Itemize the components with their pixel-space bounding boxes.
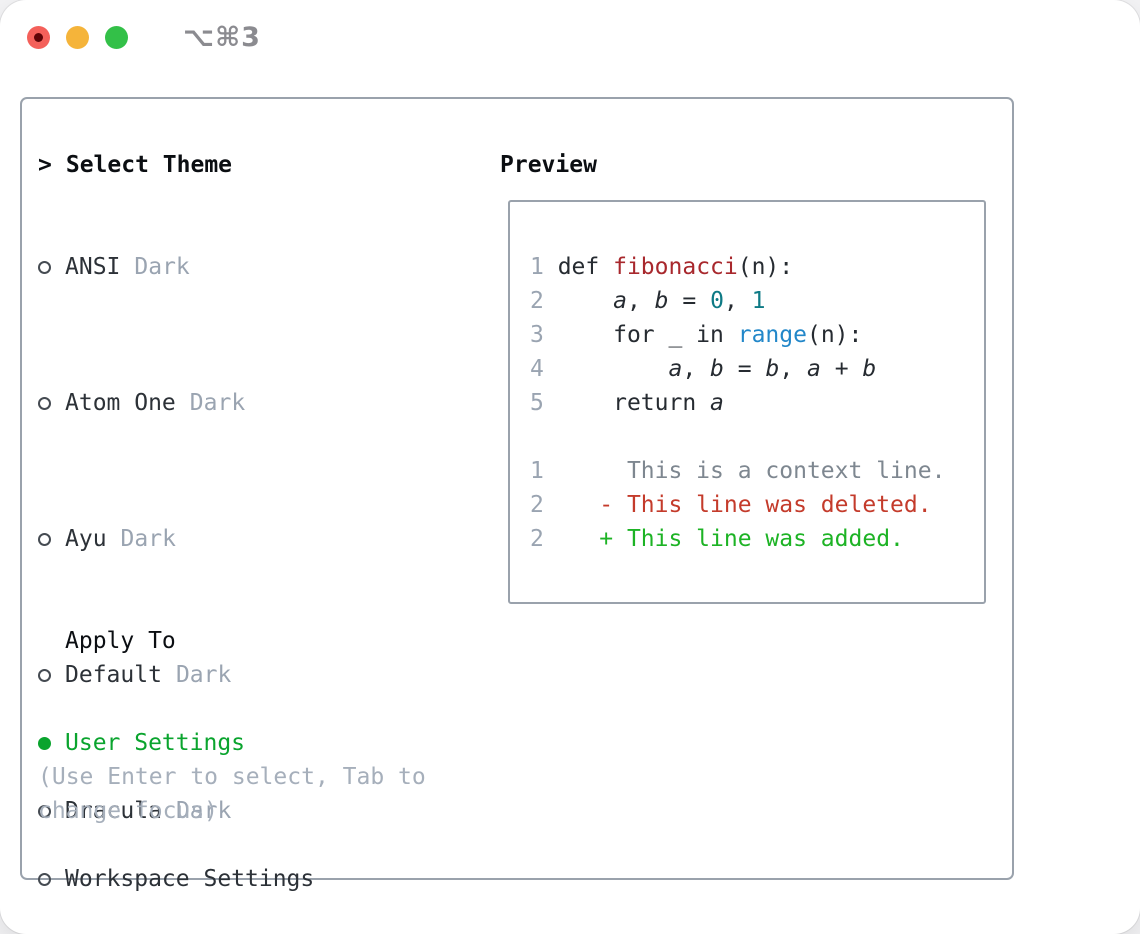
radio-icon xyxy=(38,736,51,750)
code-line xyxy=(530,420,984,454)
code-text: return a xyxy=(543,390,724,416)
line-number: 2 xyxy=(530,492,544,518)
theme-variant-tag: Dark xyxy=(175,662,232,688)
code-line: 2 a, b = 0, 1 xyxy=(530,284,984,318)
titlebar: ⌥⌘3 xyxy=(0,0,1140,74)
theme-option[interactable]: GitHub Dark xyxy=(38,930,328,934)
window-title: ⌥⌘3 xyxy=(183,21,261,53)
hint-text: (Use Enter to select, Tab to change focu… xyxy=(38,764,426,824)
radio-icon xyxy=(38,532,51,546)
line-number: 3 xyxy=(530,322,544,348)
theme-variant-tag: Dark xyxy=(175,798,232,824)
theme-option[interactable]: Dracula Dark xyxy=(38,794,328,828)
close-button[interactable] xyxy=(27,25,50,49)
line-number: 2 xyxy=(530,526,544,552)
code-text: + This line was added. xyxy=(599,526,904,552)
code-line: 2 - This line was deleted. xyxy=(530,488,984,522)
prompt-caret-icon: > xyxy=(38,152,52,178)
apply-option-label: User Settings xyxy=(65,730,246,756)
select-theme-title: Select Theme xyxy=(65,152,233,178)
code-line: 1 This is a context line. xyxy=(530,454,984,488)
code-line: 1 def fibonacci(n): xyxy=(530,250,984,284)
theme-option[interactable]: ANSI Dark xyxy=(38,250,328,284)
code-line: 3 for _ in range(n): xyxy=(530,318,984,352)
line-number: 4 xyxy=(530,356,544,382)
theme-name: Atom One xyxy=(65,390,176,416)
code-text: This is a context line. xyxy=(543,458,946,484)
theme-option[interactable]: Atom One Dark xyxy=(38,386,328,420)
theme-variant-tag: Dark xyxy=(134,254,190,280)
theme-variant-tag: Dark xyxy=(120,526,176,552)
maximize-button[interactable] xyxy=(105,25,128,49)
line-number: 2 xyxy=(530,288,544,314)
apply-option[interactable]: Workspace Settings xyxy=(38,862,314,896)
theme-picker-panel: > Select Theme ANSI Dark Atom One Dark Ay… xyxy=(20,97,1014,892)
apply-to-list: User Settings Workspace Settings xyxy=(38,658,314,930)
theme-name: GitHub xyxy=(65,930,148,934)
theme-name: ANSI xyxy=(65,254,121,280)
code-line: 5 return a xyxy=(530,386,984,420)
theme-list: ANSI Dark Atom One Dark Ayu Dark Default… xyxy=(38,182,328,934)
code-text: def fibonacci(n): xyxy=(543,254,794,280)
code-text: a, b = 0, 1 xyxy=(613,288,766,314)
theme-option[interactable]: Default Dark xyxy=(38,658,328,692)
radio-icon xyxy=(38,260,51,274)
close-dot-icon xyxy=(34,32,43,42)
theme-name: Default xyxy=(65,662,162,688)
line-number: 5 xyxy=(530,390,544,416)
line-number: 1 xyxy=(530,458,544,484)
minimize-button[interactable] xyxy=(66,25,89,49)
code-line: 4 a, b = b, a + b xyxy=(530,352,984,386)
select-theme-header: > Select Theme xyxy=(38,148,232,182)
radio-icon xyxy=(38,804,51,818)
apply-option-label: Workspace Settings xyxy=(65,866,315,892)
code-text: - This line was deleted. xyxy=(599,492,932,518)
radio-icon xyxy=(38,396,51,410)
theme-name: Dracula xyxy=(65,798,162,824)
code-line: 2 + This line was added. xyxy=(530,522,984,556)
theme-variant-tag: Dark xyxy=(189,390,246,416)
preview-box: 1 def fibonacci(n): 2 a, b = 0, 1 3 for … xyxy=(508,200,986,604)
line-number: 1 xyxy=(530,254,544,280)
theme-name: Ayu xyxy=(65,526,107,552)
code-text: for _ in range(n): xyxy=(543,322,863,348)
code-text: a, b = b, a + b xyxy=(668,356,877,382)
radio-icon xyxy=(38,872,51,886)
apply-to-header: Apply To xyxy=(65,628,176,654)
theme-variant-tag: Dark xyxy=(162,930,217,934)
apply-option[interactable]: User Settings xyxy=(38,726,314,760)
preview-header: Preview xyxy=(500,152,597,178)
theme-option[interactable]: Ayu Dark xyxy=(38,522,328,556)
radio-icon xyxy=(38,668,51,682)
